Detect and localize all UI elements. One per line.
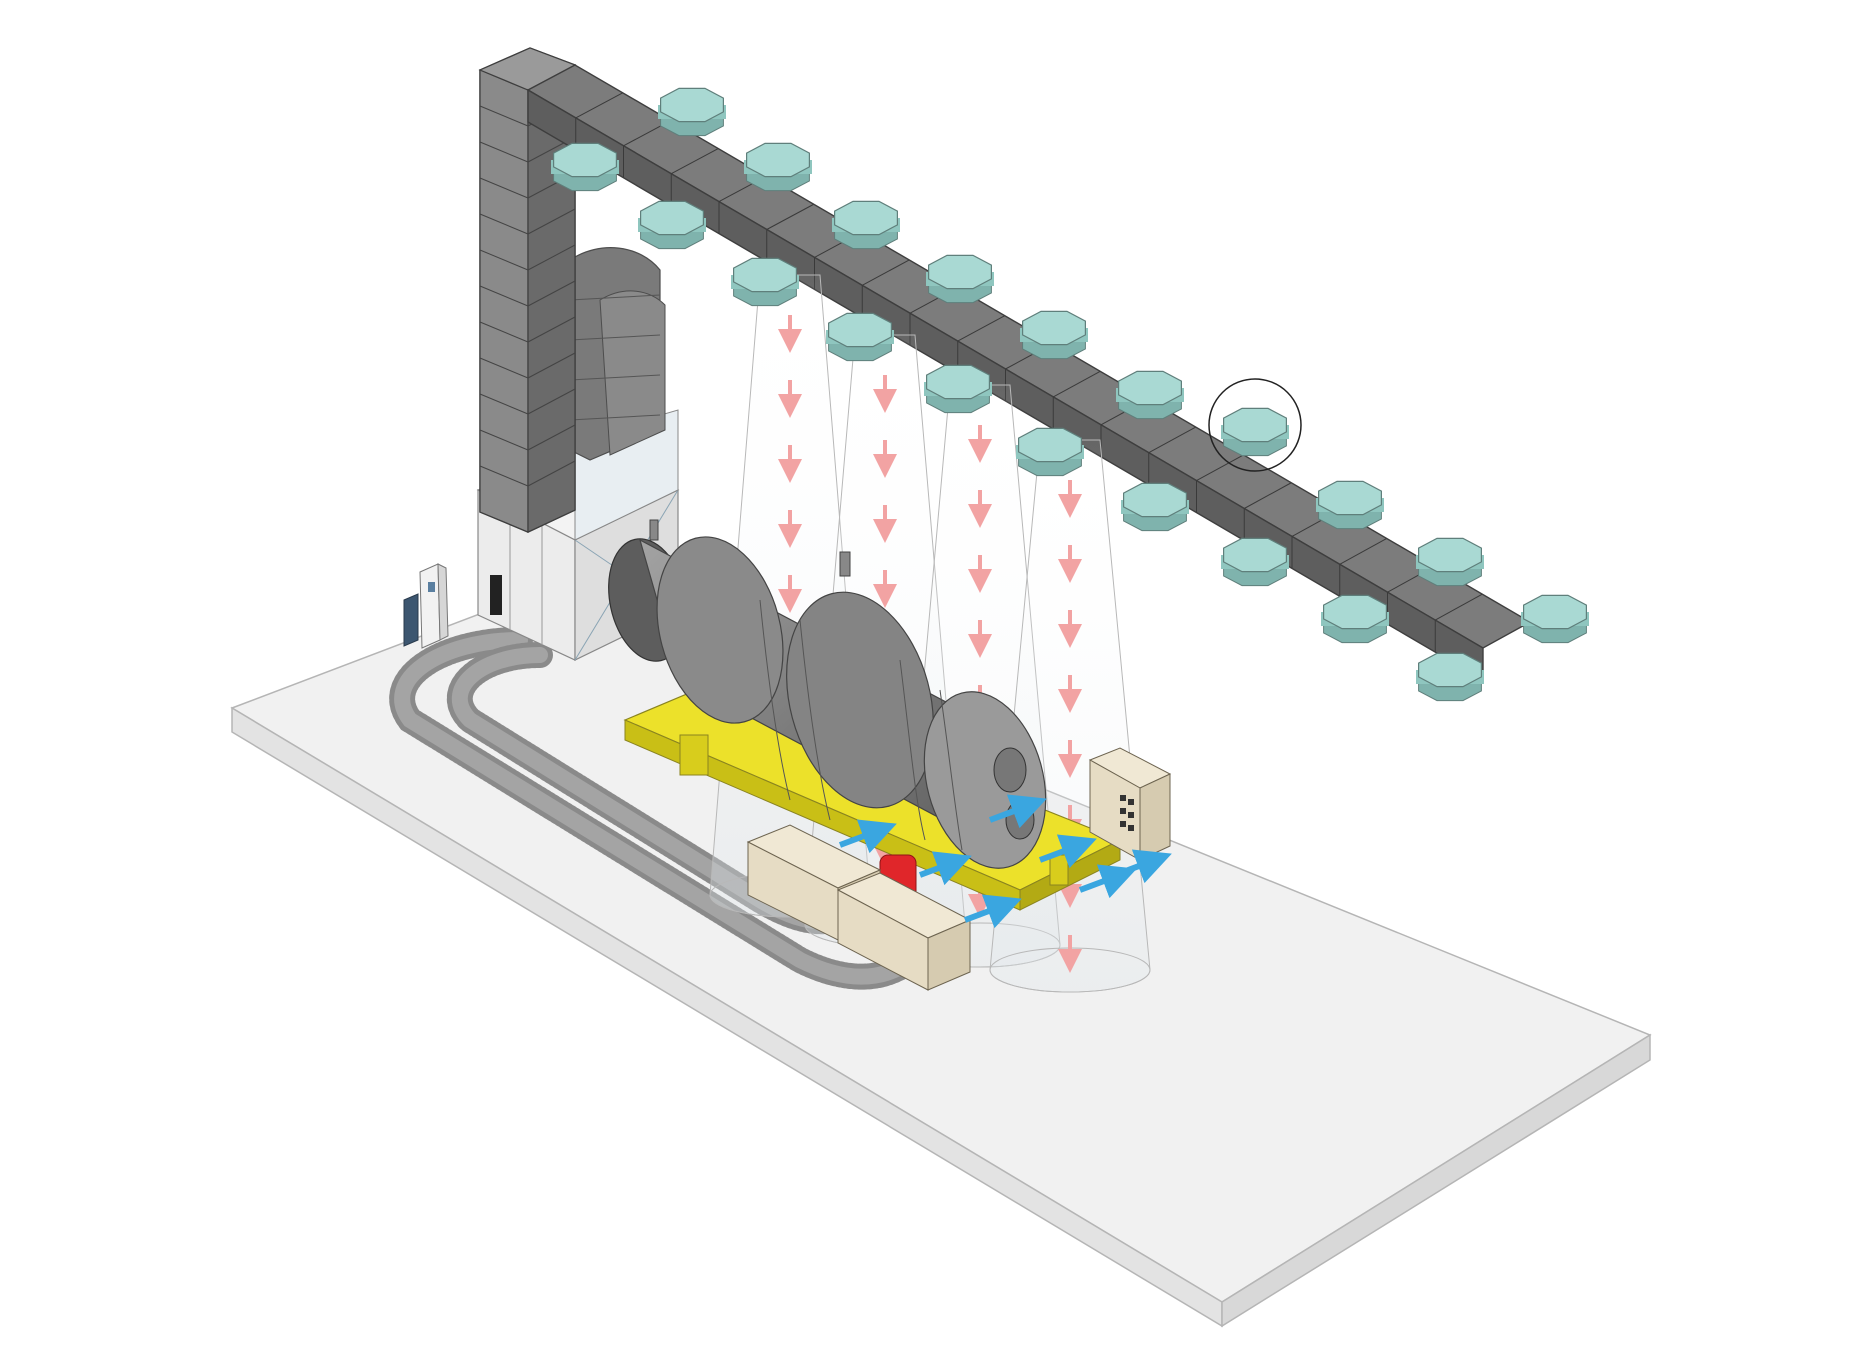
- diffuser: [832, 200, 900, 250]
- diffuser-top: [827, 312, 893, 348]
- diffuser-top: [552, 142, 618, 178]
- diffuser: [1121, 482, 1189, 532]
- stack-seam: [527, 208, 576, 235]
- stack-seam: [527, 388, 576, 415]
- stack-seam: [479, 177, 529, 199]
- diffuser-top: [1222, 537, 1288, 573]
- diffuser: [1316, 480, 1384, 530]
- header-seam: [1148, 426, 1196, 454]
- diffuser-top: [732, 257, 798, 293]
- diffuser-top: [925, 364, 991, 400]
- diffuser: [1416, 537, 1484, 587]
- diffuser: [926, 254, 994, 304]
- header-seam: [1435, 593, 1483, 621]
- header-seam: [766, 203, 814, 230]
- diffuser-top: [1322, 594, 1388, 630]
- diffuser-top: [745, 142, 811, 178]
- diffuser-top: [1122, 482, 1188, 518]
- diffuser: [1116, 370, 1184, 420]
- header-seam: [1053, 370, 1101, 398]
- stack-seam: [479, 429, 529, 451]
- stack-seam: [479, 321, 529, 343]
- header-seam: [1244, 482, 1292, 509]
- stack-seam: [479, 465, 529, 487]
- stack-seam: [479, 141, 529, 163]
- stack-seam: [479, 213, 529, 235]
- header-seam: [671, 148, 719, 175]
- stack-seam: [527, 280, 576, 307]
- diffuser: [731, 257, 799, 307]
- diffuser: [1016, 427, 1084, 477]
- diffuser: [1221, 537, 1289, 587]
- floor-right-side: [1221, 1033, 1651, 1328]
- diffuser: [1321, 594, 1389, 644]
- test-vessel: [608, 519, 1047, 902]
- diffuser: [1020, 310, 1088, 360]
- exhaust-arrow: [1038, 834, 1097, 869]
- exhaust-arrow: [963, 894, 1022, 929]
- diffuser-top: [639, 200, 705, 236]
- diffuser-top: [1522, 594, 1588, 630]
- exhaust-arrows: [838, 794, 1172, 929]
- cabinet-right: [1088, 747, 1172, 861]
- stack-seam: [479, 249, 529, 271]
- hose-outer-core: [394, 632, 928, 985]
- stack-seam: [479, 285, 529, 307]
- highlight-circle: [1208, 378, 1302, 472]
- exhaust-arrow: [838, 819, 897, 854]
- diffuser: [826, 312, 894, 362]
- diffuser-top: [1117, 370, 1183, 406]
- diffuser-top: [1317, 480, 1383, 516]
- exhaust-arrow: [918, 851, 972, 886]
- diffuser: [638, 200, 706, 250]
- stack-seam: [527, 460, 576, 487]
- diffuser-top: [1021, 310, 1087, 346]
- header-seam: [957, 315, 1005, 342]
- diffuser: [1221, 407, 1289, 457]
- diffuser: [1521, 594, 1589, 644]
- stack-seam: [527, 316, 576, 343]
- diffuser-top: [1417, 652, 1483, 688]
- diffuser-top: [659, 87, 725, 123]
- cabinet-front: [836, 872, 972, 991]
- diffuser-top: [833, 200, 899, 236]
- diffuser: [658, 87, 726, 137]
- control-cabinets: [746, 747, 1172, 991]
- diffuser: [1416, 652, 1484, 702]
- stack-seam: [479, 393, 529, 415]
- diffuser: [551, 142, 619, 192]
- diffuser-top: [1222, 407, 1288, 443]
- diffuser-top: [1017, 427, 1083, 463]
- exhaust-arrow: [1113, 849, 1172, 884]
- stack-seam: [479, 357, 529, 379]
- header-seam: [1196, 454, 1244, 482]
- diffuser-top: [927, 254, 993, 290]
- return-ducts: [569, 247, 666, 461]
- stack-seam: [527, 424, 576, 451]
- stack-seam: [479, 105, 529, 127]
- diffuser: [924, 364, 992, 414]
- kiosk-stand: [403, 593, 419, 647]
- control-kiosk: [403, 563, 449, 649]
- header-seam: [862, 259, 910, 286]
- stack-seam: [527, 352, 576, 379]
- stack-seam: [527, 244, 576, 271]
- diffuser: [744, 142, 812, 192]
- exhaust-arrow: [1078, 864, 1137, 899]
- ceiling-diffusers: [551, 87, 1589, 702]
- header-seam: [575, 92, 623, 119]
- header-seam: [1339, 538, 1387, 565]
- diffuser-top: [1417, 537, 1483, 573]
- exhaust-arrow: [988, 794, 1047, 829]
